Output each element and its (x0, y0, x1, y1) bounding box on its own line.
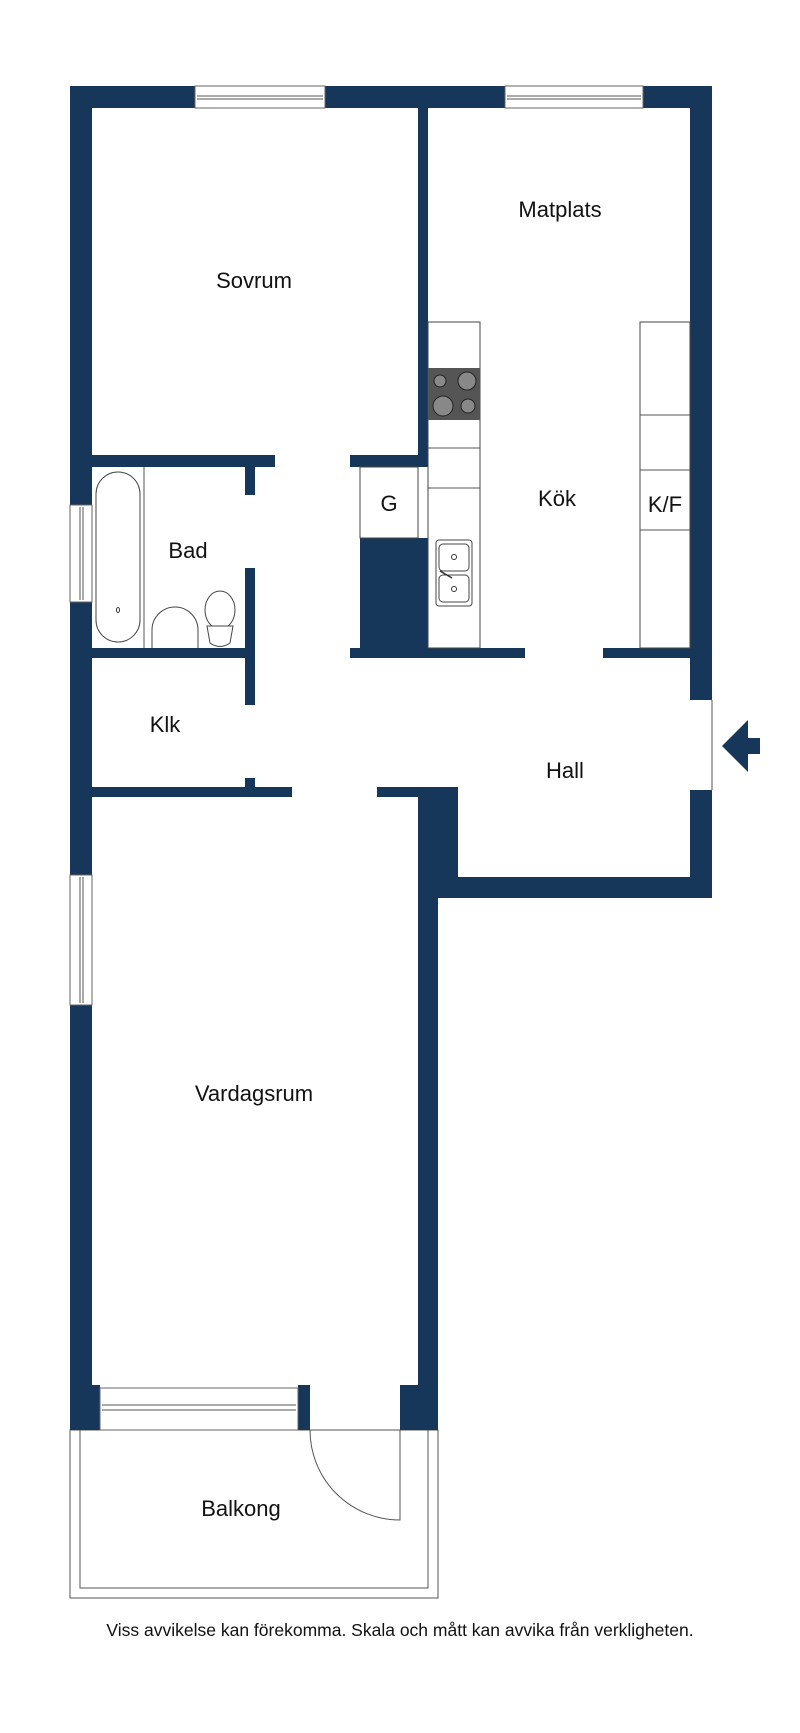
balcony-door-swing (309, 1429, 401, 1521)
bottom-wall-mullion (298, 1385, 310, 1430)
kitchen-bottom-wall-right (603, 648, 712, 658)
washbasin-icon (151, 606, 199, 648)
room-label-kf: K/F (648, 492, 682, 517)
window-bath (69, 504, 93, 603)
closet-g (359, 466, 419, 539)
room-label-kok: Kök (538, 486, 577, 511)
toilet-icon (204, 590, 236, 647)
bottom-wall-right (400, 1385, 438, 1430)
disclaimer-text: Viss avvikelse kan förekomma. Skala och … (106, 1620, 694, 1640)
bedroom-kitchen-wall (418, 108, 428, 467)
window-balcony (99, 1387, 299, 1431)
room-label-klk: Klk (150, 712, 182, 737)
bedroom-bottom-wall (92, 455, 275, 467)
bath-right-wall (245, 568, 255, 705)
hob-icon (428, 368, 480, 420)
living-right-wall (418, 787, 438, 1430)
bathtub-icon (95, 471, 141, 643)
room-label-matplats: Matplats (518, 197, 601, 222)
left-wall (70, 86, 92, 1430)
window-top-left (194, 85, 326, 109)
room-label-g: G (380, 491, 397, 516)
closet-top-wall (350, 455, 428, 467)
kitchen-bottom-wall-left (350, 648, 525, 658)
entrance-arrow-icon (722, 720, 760, 772)
window-living (69, 874, 93, 1006)
bath-bottom-wall (92, 648, 255, 658)
right-wall-upper (690, 86, 712, 700)
room-label-bad: Bad (168, 538, 207, 563)
room-label-hall: Hall (546, 758, 584, 783)
bath-door-stub (245, 467, 255, 495)
hall-bottom-wall (418, 877, 712, 898)
room-label-sovrum: Sovrum (216, 268, 292, 293)
closet-door-stub (245, 778, 255, 788)
window-top-right (504, 85, 644, 109)
sink-icon (435, 539, 473, 607)
kitchen-counter-right (639, 321, 691, 649)
room-label-vardagsrum: Vardagsrum (195, 1081, 313, 1106)
closet-bottom-wall (92, 787, 292, 797)
bottom-wall-left (70, 1385, 100, 1430)
room-label-balkong: Balkong (201, 1496, 281, 1521)
living-top-wall (377, 787, 458, 797)
right-wall-lower (690, 790, 712, 898)
closet-block (360, 538, 428, 648)
